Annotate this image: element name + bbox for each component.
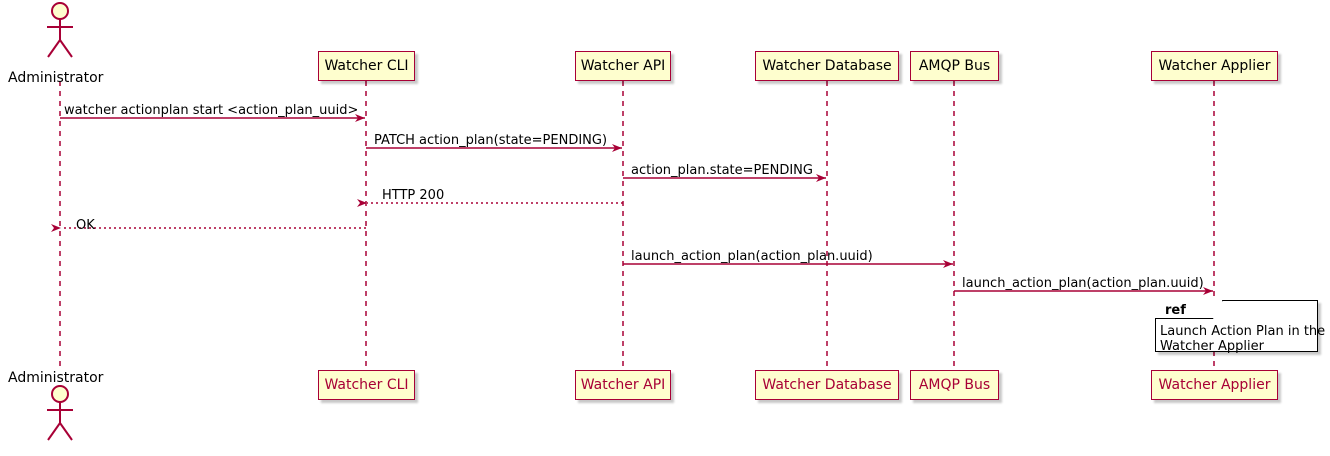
message-label-6: launch_action_plan(action_plan.uuid) <box>631 249 873 264</box>
participant-label-watcher-database: Watcher Database <box>762 58 892 74</box>
participant-label-watcher-applier: Watcher Applier <box>1158 58 1271 74</box>
message-label-4: HTTP 200 <box>382 188 445 203</box>
message-label-5: OK <box>76 218 95 233</box>
participant-label-amqp-bus: AMQP Bus <box>918 58 991 74</box>
message-label-7: launch_action_plan(action_plan.uuid) <box>962 276 1204 291</box>
participant-label-watcher-cli: Watcher CLI <box>324 377 409 393</box>
ref-fragment-text-line2: Watcher Applier <box>1160 339 1264 354</box>
participant-box-amqp-bus-top[interactable]: AMQP Bus <box>910 51 999 81</box>
participant-label-watcher-applier: Watcher Applier <box>1158 377 1271 393</box>
participant-box-watcher-applier-bottom[interactable]: Watcher Applier <box>1151 370 1278 400</box>
actor-head-icon <box>51 385 69 403</box>
participant-box-watcher-api-top[interactable]: Watcher API <box>575 51 671 81</box>
participant-label-watcher-api: Watcher API <box>580 377 666 393</box>
message-label-3: action_plan.state=PENDING <box>631 163 813 178</box>
participant-box-watcher-database-bottom[interactable]: Watcher Database <box>755 370 899 400</box>
actor-label-administrator-bottom: Administrator <box>8 370 104 386</box>
actor-leg-right <box>59 39 73 58</box>
actor-leg-left <box>47 422 61 441</box>
actor-figure <box>47 385 73 441</box>
participant-label-amqp-bus: AMQP Bus <box>918 377 991 393</box>
participant-box-watcher-cli-top[interactable]: Watcher CLI <box>318 51 415 81</box>
participant-label-watcher-api: Watcher API <box>580 58 666 74</box>
participant-box-amqp-bus-bottom[interactable]: AMQP Bus <box>910 370 999 400</box>
participant-label-watcher-database: Watcher Database <box>762 377 892 393</box>
ref-fragment-text-line1: Launch Action Plan in the <box>1160 324 1326 339</box>
message-label-2: PATCH action_plan(state=PENDING) <box>374 133 608 148</box>
actor-figure <box>47 2 73 58</box>
message-label-1: watcher actionplan start <action_plan_uu… <box>64 103 359 118</box>
participant-box-watcher-applier-top[interactable]: Watcher Applier <box>1151 51 1278 81</box>
actor-leg-left <box>47 39 61 58</box>
participant-box-watcher-cli-bottom[interactable]: Watcher CLI <box>318 370 415 400</box>
participant-box-watcher-api-bottom[interactable]: Watcher API <box>575 370 671 400</box>
ref-fragment-title: ref <box>1165 303 1186 318</box>
participant-label-watcher-cli: Watcher CLI <box>324 58 409 74</box>
actor-label-administrator-top: Administrator <box>8 70 104 86</box>
actor-head-icon <box>51 2 69 20</box>
participant-box-watcher-database-top[interactable]: Watcher Database <box>755 51 899 81</box>
actor-leg-right <box>59 422 73 441</box>
